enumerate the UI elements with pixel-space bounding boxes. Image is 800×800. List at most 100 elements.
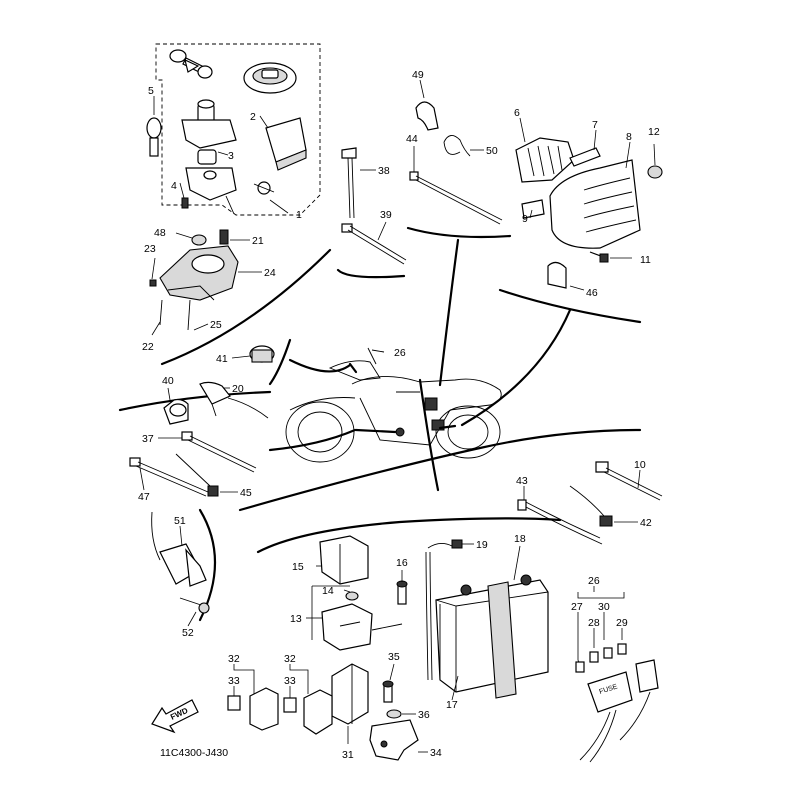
- callout: 25: [210, 319, 222, 331]
- clamp-40: [163, 387, 189, 425]
- callout-numbers: 1 2 3 4 5 6 7 8 9 10 11 12 13 14 15 16 1…: [138, 69, 660, 761]
- clamp-49: [415, 79, 439, 131]
- callout: 48: [154, 227, 166, 239]
- horn-51: [151, 511, 207, 587]
- main-switch: [181, 99, 237, 215]
- ecu-unit: [265, 117, 307, 171]
- tank-cover-panel: [149, 245, 262, 336]
- callout: 50: [486, 145, 498, 157]
- cable-tie-43: [517, 486, 603, 545]
- cable-tie-10: [595, 461, 663, 501]
- callout: 12: [648, 126, 660, 138]
- diagram-code: 11C4300-J430: [160, 747, 228, 759]
- motorcycle-silhouette: [268, 347, 502, 463]
- callout: 49: [412, 69, 424, 81]
- callout: 31: [342, 749, 354, 761]
- callout: 35: [388, 651, 400, 663]
- callout: 4: [171, 180, 177, 192]
- callout: 6: [514, 107, 520, 119]
- bolt-45: [175, 453, 238, 497]
- callout: 43: [516, 475, 528, 487]
- callout: 2: [250, 111, 256, 123]
- callout: 51: [174, 515, 186, 527]
- relay-32-left: [227, 664, 279, 731]
- callout: 38: [378, 165, 390, 177]
- callout: 9: [522, 213, 528, 225]
- band-50: [443, 135, 484, 157]
- callout: 5: [148, 85, 154, 97]
- callout: 7: [592, 119, 598, 131]
- callout: 41: [216, 353, 228, 365]
- callout: 28: [588, 617, 600, 629]
- callout: 32: [228, 653, 240, 665]
- bolt-35: [382, 663, 395, 703]
- callout: 16: [396, 557, 408, 569]
- callout: 33: [228, 675, 240, 687]
- section-boundaries: [118, 226, 642, 622]
- callout: 40: [162, 375, 174, 387]
- cable-tie-44: [409, 146, 503, 225]
- callout: 52: [182, 627, 194, 639]
- washer-36: [386, 709, 416, 719]
- sensor: [253, 181, 275, 195]
- sensor-42: [569, 485, 638, 527]
- starter-relay-13: [306, 585, 403, 651]
- callout: 46: [586, 287, 598, 299]
- callout: 34: [430, 747, 442, 759]
- bolt-16: [396, 570, 408, 605]
- relay-31: [331, 663, 369, 744]
- fwd-arrow-icon: FWD: [151, 699, 199, 734]
- clamp-41: [231, 345, 275, 363]
- cap-48: [175, 232, 207, 246]
- callout: 8: [626, 131, 632, 143]
- callout: 30: [598, 601, 610, 613]
- callout: 37: [142, 433, 154, 445]
- fuse-group: [575, 586, 659, 763]
- starter-relay-15: [316, 535, 369, 585]
- callout: 29: [616, 617, 628, 629]
- callout: 10: [634, 459, 646, 471]
- relay-32-right: [283, 664, 333, 735]
- callout: 45: [240, 487, 252, 499]
- callout: 32: [284, 653, 296, 665]
- bolt: [181, 197, 189, 209]
- callout: 26: [588, 575, 600, 587]
- callout: 18: [514, 533, 526, 545]
- cable-tie-38: [341, 147, 376, 219]
- regulator-rectifier: [515, 117, 601, 183]
- bolt-21: [219, 229, 250, 245]
- bracket-34: [369, 719, 428, 761]
- bolt-11: [589, 251, 632, 263]
- callout: 14: [322, 585, 334, 597]
- callout: 11: [640, 254, 651, 266]
- grommet-12: [647, 143, 663, 179]
- callout: 36: [418, 709, 430, 721]
- callout: 47: [138, 491, 150, 503]
- callout: 24: [264, 267, 276, 279]
- spare-key-icon: [146, 117, 162, 157]
- callout: 27: [571, 601, 583, 613]
- callout: 3: [228, 150, 234, 162]
- callout: 23: [144, 243, 156, 255]
- air-box-cover: [521, 141, 641, 249]
- callout: 20: [232, 383, 244, 395]
- callout: 17: [446, 699, 458, 711]
- callout: 33: [284, 675, 296, 687]
- fuel-cap-lock: [243, 62, 297, 94]
- callout: 22: [142, 341, 154, 353]
- callout: 44: [406, 133, 418, 145]
- callout: 15: [292, 561, 304, 573]
- callout: 19: [476, 539, 488, 551]
- callout: 1: [296, 209, 302, 221]
- callout: 39: [380, 209, 392, 221]
- key-icon: [169, 49, 213, 79]
- callout: 26: [394, 347, 406, 359]
- clamp-46: [547, 261, 585, 291]
- callout: 21: [252, 235, 264, 247]
- sensor-20: [199, 381, 269, 419]
- sensor-cable-37: [158, 431, 257, 473]
- battery-lead-19: [425, 539, 474, 681]
- main-switch-group: [146, 43, 321, 216]
- callout: 13: [290, 613, 302, 625]
